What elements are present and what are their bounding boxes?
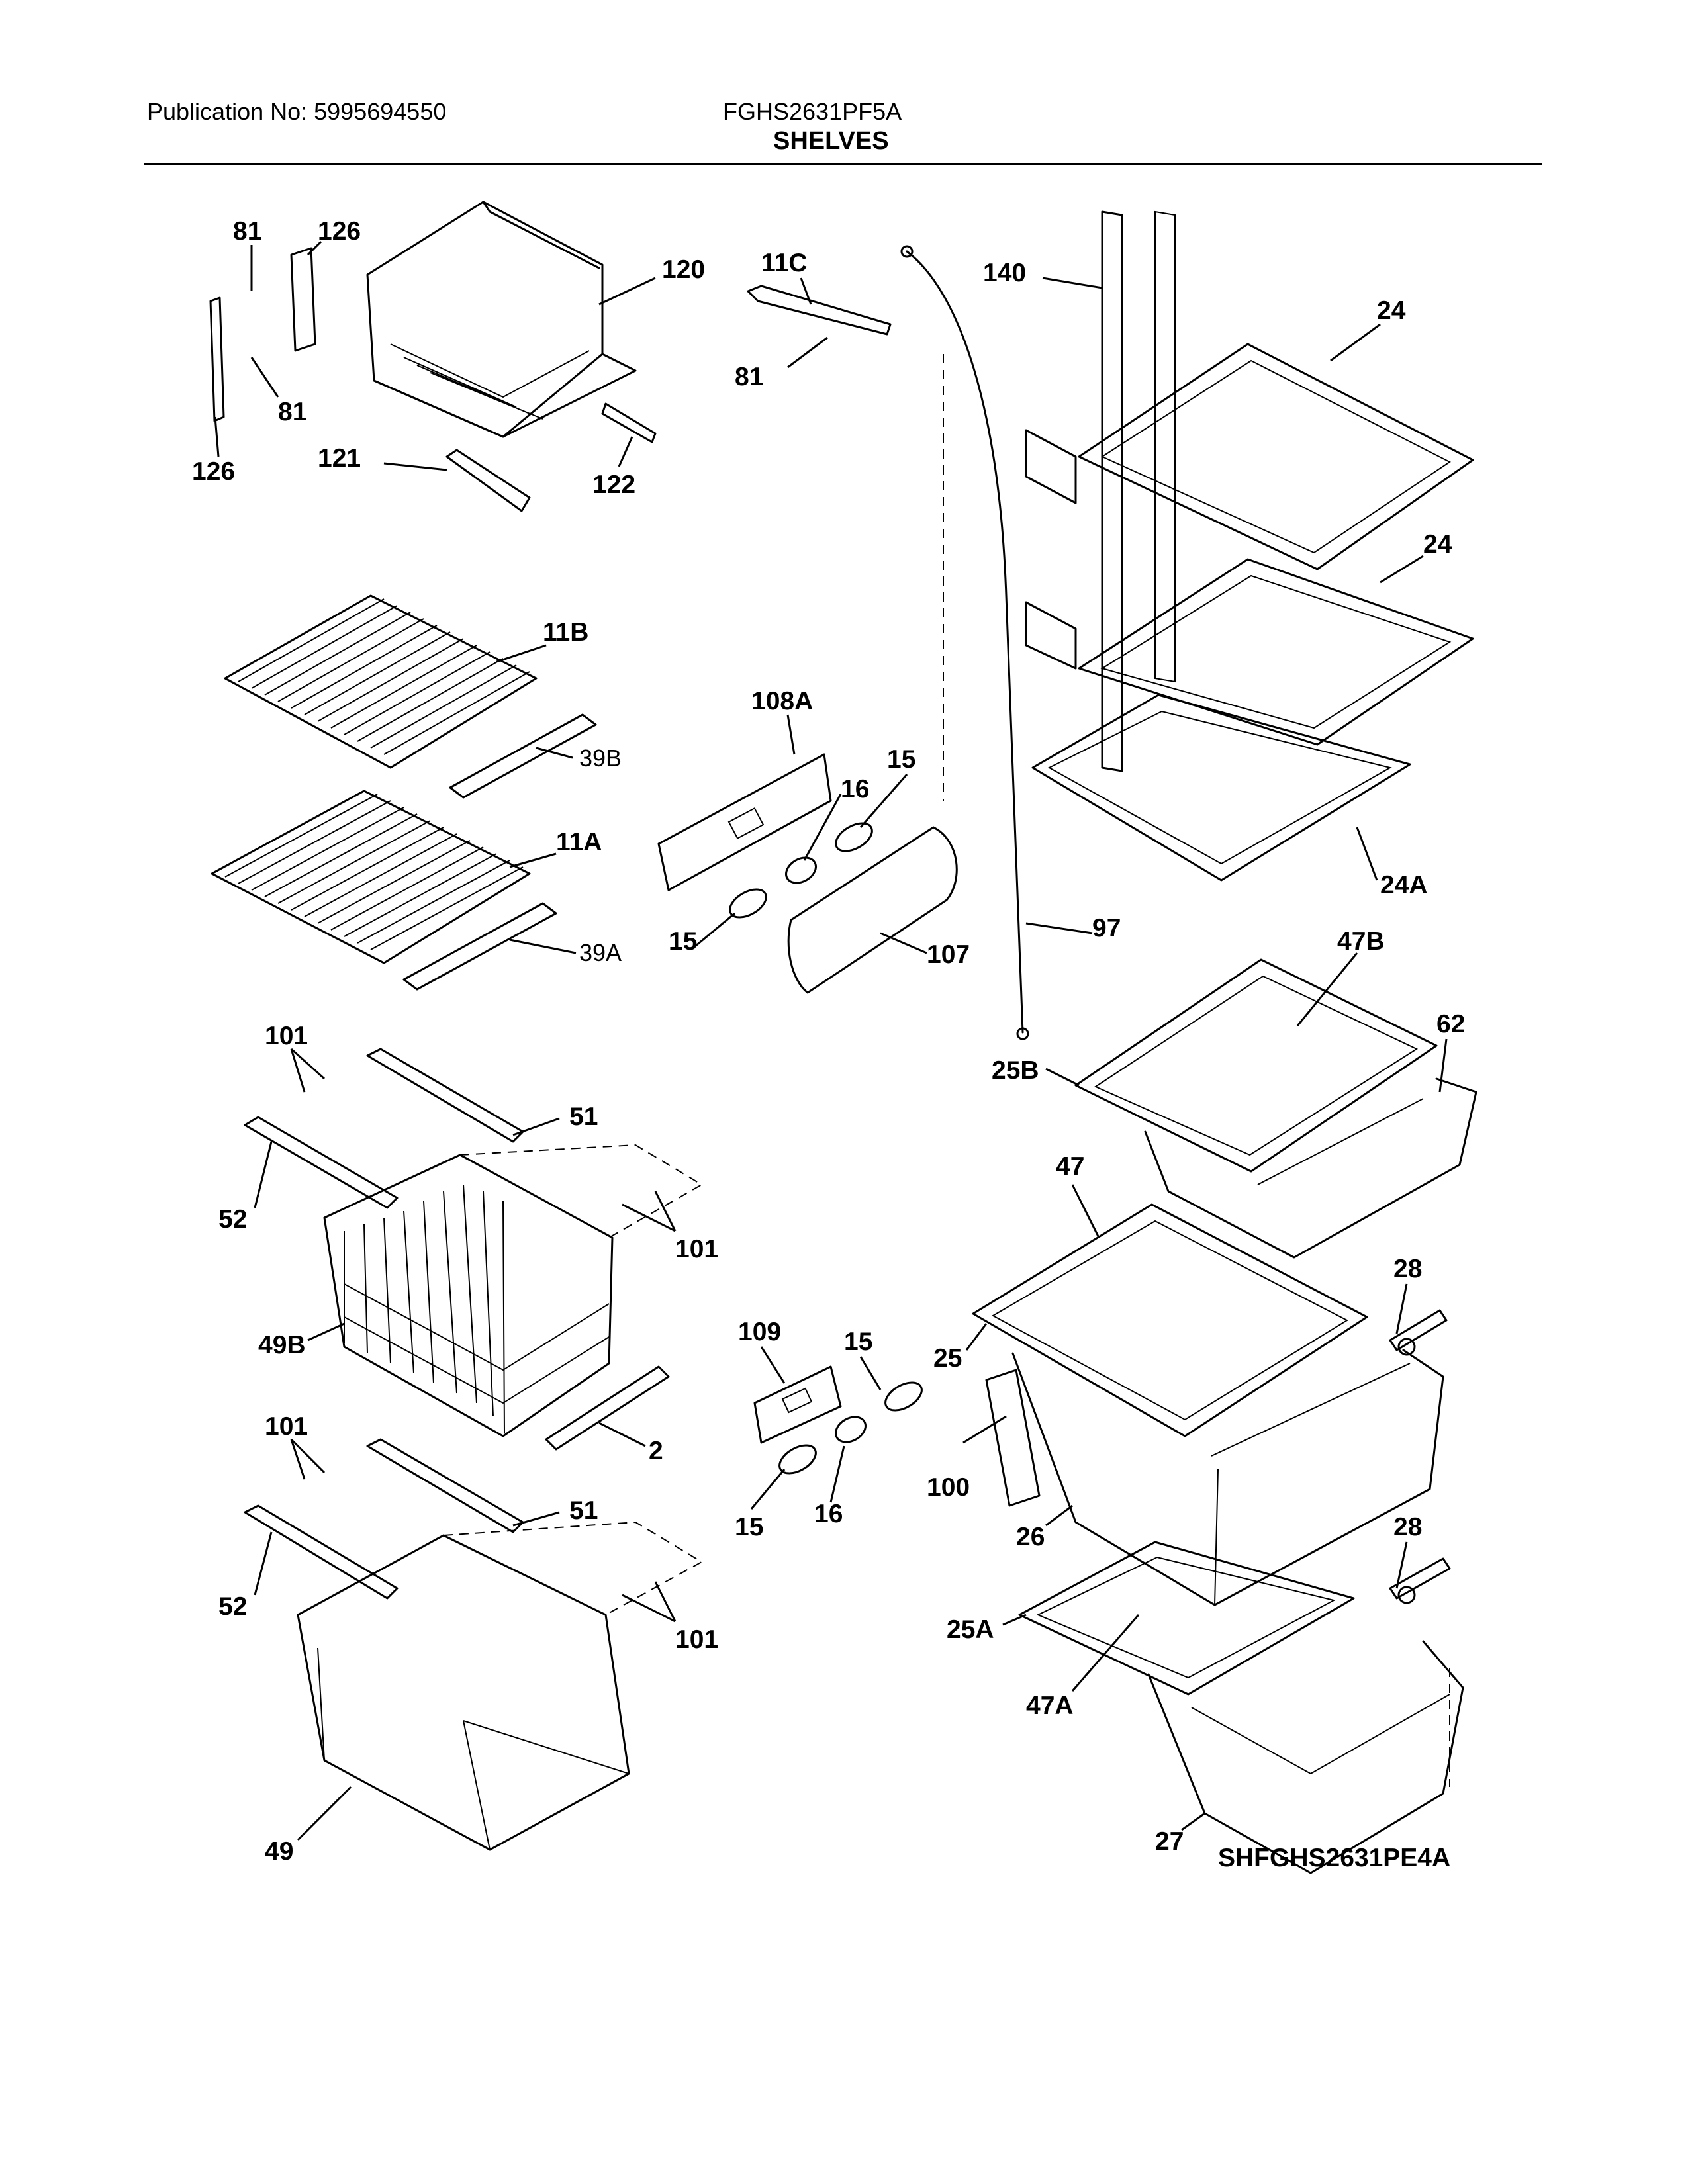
callout-47: 47 bbox=[1056, 1152, 1084, 1181]
part-11a-wire-shelf bbox=[211, 790, 531, 964]
callout-11c: 11C bbox=[761, 249, 807, 277]
part-15-bulb-upper-b bbox=[729, 888, 767, 919]
callout-62: 62 bbox=[1436, 1010, 1465, 1038]
callout-39b: 39B bbox=[579, 745, 622, 772]
callout-101: 101 bbox=[265, 1022, 308, 1050]
part-52-rail-upper bbox=[244, 1116, 399, 1209]
part-39a-trim bbox=[402, 902, 557, 991]
callout-11a: 11A bbox=[556, 828, 602, 856]
part-11b-wire-shelf bbox=[224, 594, 538, 769]
callout-126: 126 bbox=[318, 217, 361, 246]
part-24-shelf-middle bbox=[1025, 558, 1474, 746]
callout-15: 15 bbox=[844, 1328, 872, 1356]
callout-107: 107 bbox=[927, 940, 970, 969]
part-2-trim bbox=[545, 1365, 670, 1451]
callout-24: 24 bbox=[1423, 530, 1452, 559]
callout-49: 49 bbox=[265, 1837, 293, 1866]
part-51-rail-upper bbox=[366, 1048, 524, 1143]
callout-11b: 11B bbox=[543, 618, 588, 647]
callout-121: 121 bbox=[318, 444, 361, 473]
callout-101: 101 bbox=[675, 1625, 718, 1654]
callout-101: 101 bbox=[675, 1235, 718, 1263]
callout-97: 97 bbox=[1092, 914, 1121, 942]
part-47a-crisper-lid bbox=[1018, 1541, 1355, 1696]
callout-122: 122 bbox=[592, 471, 635, 499]
publication-number: Publication No: 5995694550 bbox=[147, 98, 447, 125]
callout-26: 26 bbox=[1016, 1523, 1045, 1551]
part-49-bin bbox=[297, 1521, 704, 1851]
callout-25: 25 bbox=[933, 1344, 962, 1373]
part-108a-light-housing bbox=[657, 753, 832, 891]
callout-2: 2 bbox=[649, 1437, 663, 1465]
part-27-crisper-pan bbox=[1147, 1640, 1464, 1874]
callout-52: 52 bbox=[218, 1205, 247, 1234]
part-51-rail-lower bbox=[366, 1438, 524, 1533]
callout-81: 81 bbox=[233, 217, 261, 246]
part-52-rail-lower bbox=[244, 1504, 399, 1600]
callout-15: 15 bbox=[669, 927, 697, 956]
part-122-rod bbox=[601, 402, 657, 443]
part-16-socket-lower bbox=[835, 1416, 867, 1443]
section-title: SHELVES bbox=[773, 127, 889, 155]
part-100-divider bbox=[985, 1369, 1041, 1507]
callout-24a: 24A bbox=[1380, 871, 1428, 899]
part-15-bulb-lower-b bbox=[778, 1444, 817, 1475]
part-28-roller-lower bbox=[1389, 1557, 1451, 1604]
header-rule bbox=[144, 163, 1542, 165]
callout-108a: 108A bbox=[751, 687, 813, 715]
callout-47b: 47B bbox=[1337, 927, 1385, 956]
callout-16: 16 bbox=[841, 775, 869, 803]
model-number: FGHS2631PF5A bbox=[723, 98, 902, 125]
callout-140: 140 bbox=[983, 259, 1026, 287]
part-24a-shelf-bottom bbox=[1031, 694, 1411, 882]
part-49b-wire-basket bbox=[323, 1144, 703, 1437]
part-140-rail bbox=[943, 210, 1176, 801]
callout-28: 28 bbox=[1393, 1255, 1422, 1283]
callout-16: 16 bbox=[814, 1500, 843, 1528]
part-107-light-cover bbox=[787, 826, 958, 994]
diagram-reference-code: SHFGHS2631PE4A bbox=[1218, 1844, 1450, 1872]
callout-25a: 25A bbox=[947, 1615, 994, 1644]
callout-labels: 81 126 120 81 126 121 122 11C 81 140 24 … bbox=[192, 217, 1465, 1872]
callout-15: 15 bbox=[735, 1513, 763, 1541]
callout-47a: 47A bbox=[1026, 1692, 1074, 1720]
part-15-bulb-upper-a bbox=[835, 822, 873, 852]
part-120-crisper-pan bbox=[366, 201, 637, 438]
callout-120: 120 bbox=[662, 255, 705, 284]
callout-25b: 25B bbox=[992, 1056, 1039, 1085]
page-header: Publication No: 5995694550 FGHS2631PF5A … bbox=[0, 0, 1688, 172]
part-109-light-housing bbox=[753, 1365, 842, 1444]
part-16-socket-upper bbox=[785, 856, 817, 884]
part-26-crisper-pan bbox=[1011, 1349, 1444, 1606]
part-47b-deli-lid bbox=[1074, 958, 1438, 1173]
part-24-shelf-top bbox=[1025, 343, 1474, 570]
callout-52: 52 bbox=[218, 1592, 247, 1621]
callout-81: 81 bbox=[278, 398, 306, 426]
part-97-tube bbox=[900, 245, 1029, 1040]
callout-24: 24 bbox=[1377, 296, 1406, 325]
callout-101: 101 bbox=[265, 1412, 308, 1441]
callout-81: 81 bbox=[735, 363, 763, 391]
leader-lines bbox=[214, 240, 1448, 1841]
callout-100: 100 bbox=[927, 1473, 970, 1502]
part-15-bulb-lower-a bbox=[884, 1381, 923, 1412]
part-47-crisper-lid bbox=[972, 1203, 1368, 1437]
part-28-roller-upper bbox=[1389, 1309, 1448, 1356]
part-39b-trim bbox=[449, 713, 597, 799]
callout-109: 109 bbox=[738, 1318, 781, 1346]
callout-27: 27 bbox=[1155, 1827, 1184, 1856]
callout-39a: 39A bbox=[579, 939, 622, 966]
callout-51: 51 bbox=[569, 1496, 598, 1525]
part-62-deli-pan bbox=[1144, 1077, 1477, 1259]
callout-49b: 49B bbox=[258, 1331, 306, 1359]
part-121-rail bbox=[445, 449, 531, 512]
callout-126: 126 bbox=[192, 457, 235, 486]
callout-51: 51 bbox=[569, 1103, 598, 1131]
part-11c-bracket bbox=[747, 285, 892, 336]
callout-15: 15 bbox=[887, 745, 915, 774]
callout-28: 28 bbox=[1393, 1513, 1422, 1541]
part-126-left-bracket bbox=[209, 247, 316, 422]
